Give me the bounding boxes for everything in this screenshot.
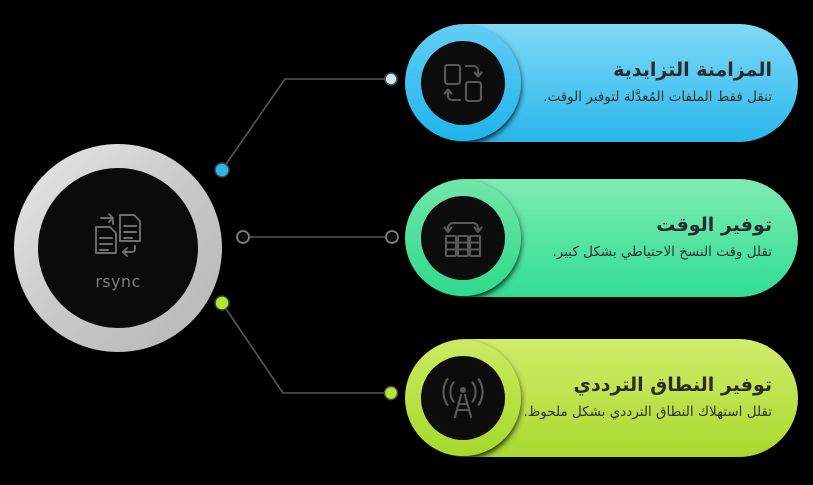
connector-middle-card-dot [385,230,399,244]
rsync-hub[interactable]: rsync [14,144,222,352]
connector-bottom-card-dot [383,385,399,401]
connector-top-card-dot [384,72,398,86]
rsync-hub-inner: rsync [38,168,198,328]
feature-card-bandwidth-saving[interactable]: توفير النطاق الترددي تقلل استهلاك النطاق… [405,339,798,457]
card-badge-time-saving [405,180,521,296]
server-racks-arrow-icon [443,221,483,258]
connector-bottom [214,295,399,401]
card-text-bandwidth-saving: توفير النطاق الترددي تقلل استهلاك النطاق… [406,373,798,422]
card-description-incremental-sync: تنقل فقط الملفات المُعدَّلة لتوفير الوقت… [543,89,772,106]
card-description-bandwidth-saving: تقلل استهلاك النطاق الترددي بشكل ملحوظ. [523,404,773,421]
card-text-incremental-sync: المزامنة التزايدية تنقل فقط الملفات المُ… [406,58,798,107]
connector-top-hub-dot [214,162,230,178]
connector-top [214,72,398,178]
broadcast-antenna-icon [442,377,484,419]
card-badge-inner-bandwidth-saving [421,356,505,440]
card-text-time-saving: توفير الوقت تقلل وقت النسخ الاحتياطي بشك… [406,213,798,262]
feature-card-incremental-sync[interactable]: المزامنة التزايدية تنقل فقط الملفات المُ… [405,24,798,142]
rsync-hub-label: rsync [95,271,141,291]
card-title-incremental-sync: المزامنة التزايدية [613,59,772,82]
connector-middle-hub-dot [236,230,250,244]
card-description-time-saving: تقلل وقت النسخ الاحتياطي بشكل كبير. [552,244,772,261]
card-badge-inner-time-saving [421,196,505,280]
connector-bottom-hub-dot [214,295,230,311]
card-badge-incremental-sync [405,25,521,141]
connector-middle [236,230,399,244]
card-badge-inner-incremental-sync [421,41,505,125]
file-sync-icon [95,212,141,257]
feature-card-time-saving[interactable]: توفير الوقت تقلل وقت النسخ الاحتياطي بشك… [405,179,798,297]
card-title-time-saving: توفير الوقت [656,214,772,237]
card-badge-bandwidth-saving [405,340,521,456]
card-title-bandwidth-saving: توفير النطاق الترددي [573,374,772,397]
documents-sync-icon [443,63,483,103]
